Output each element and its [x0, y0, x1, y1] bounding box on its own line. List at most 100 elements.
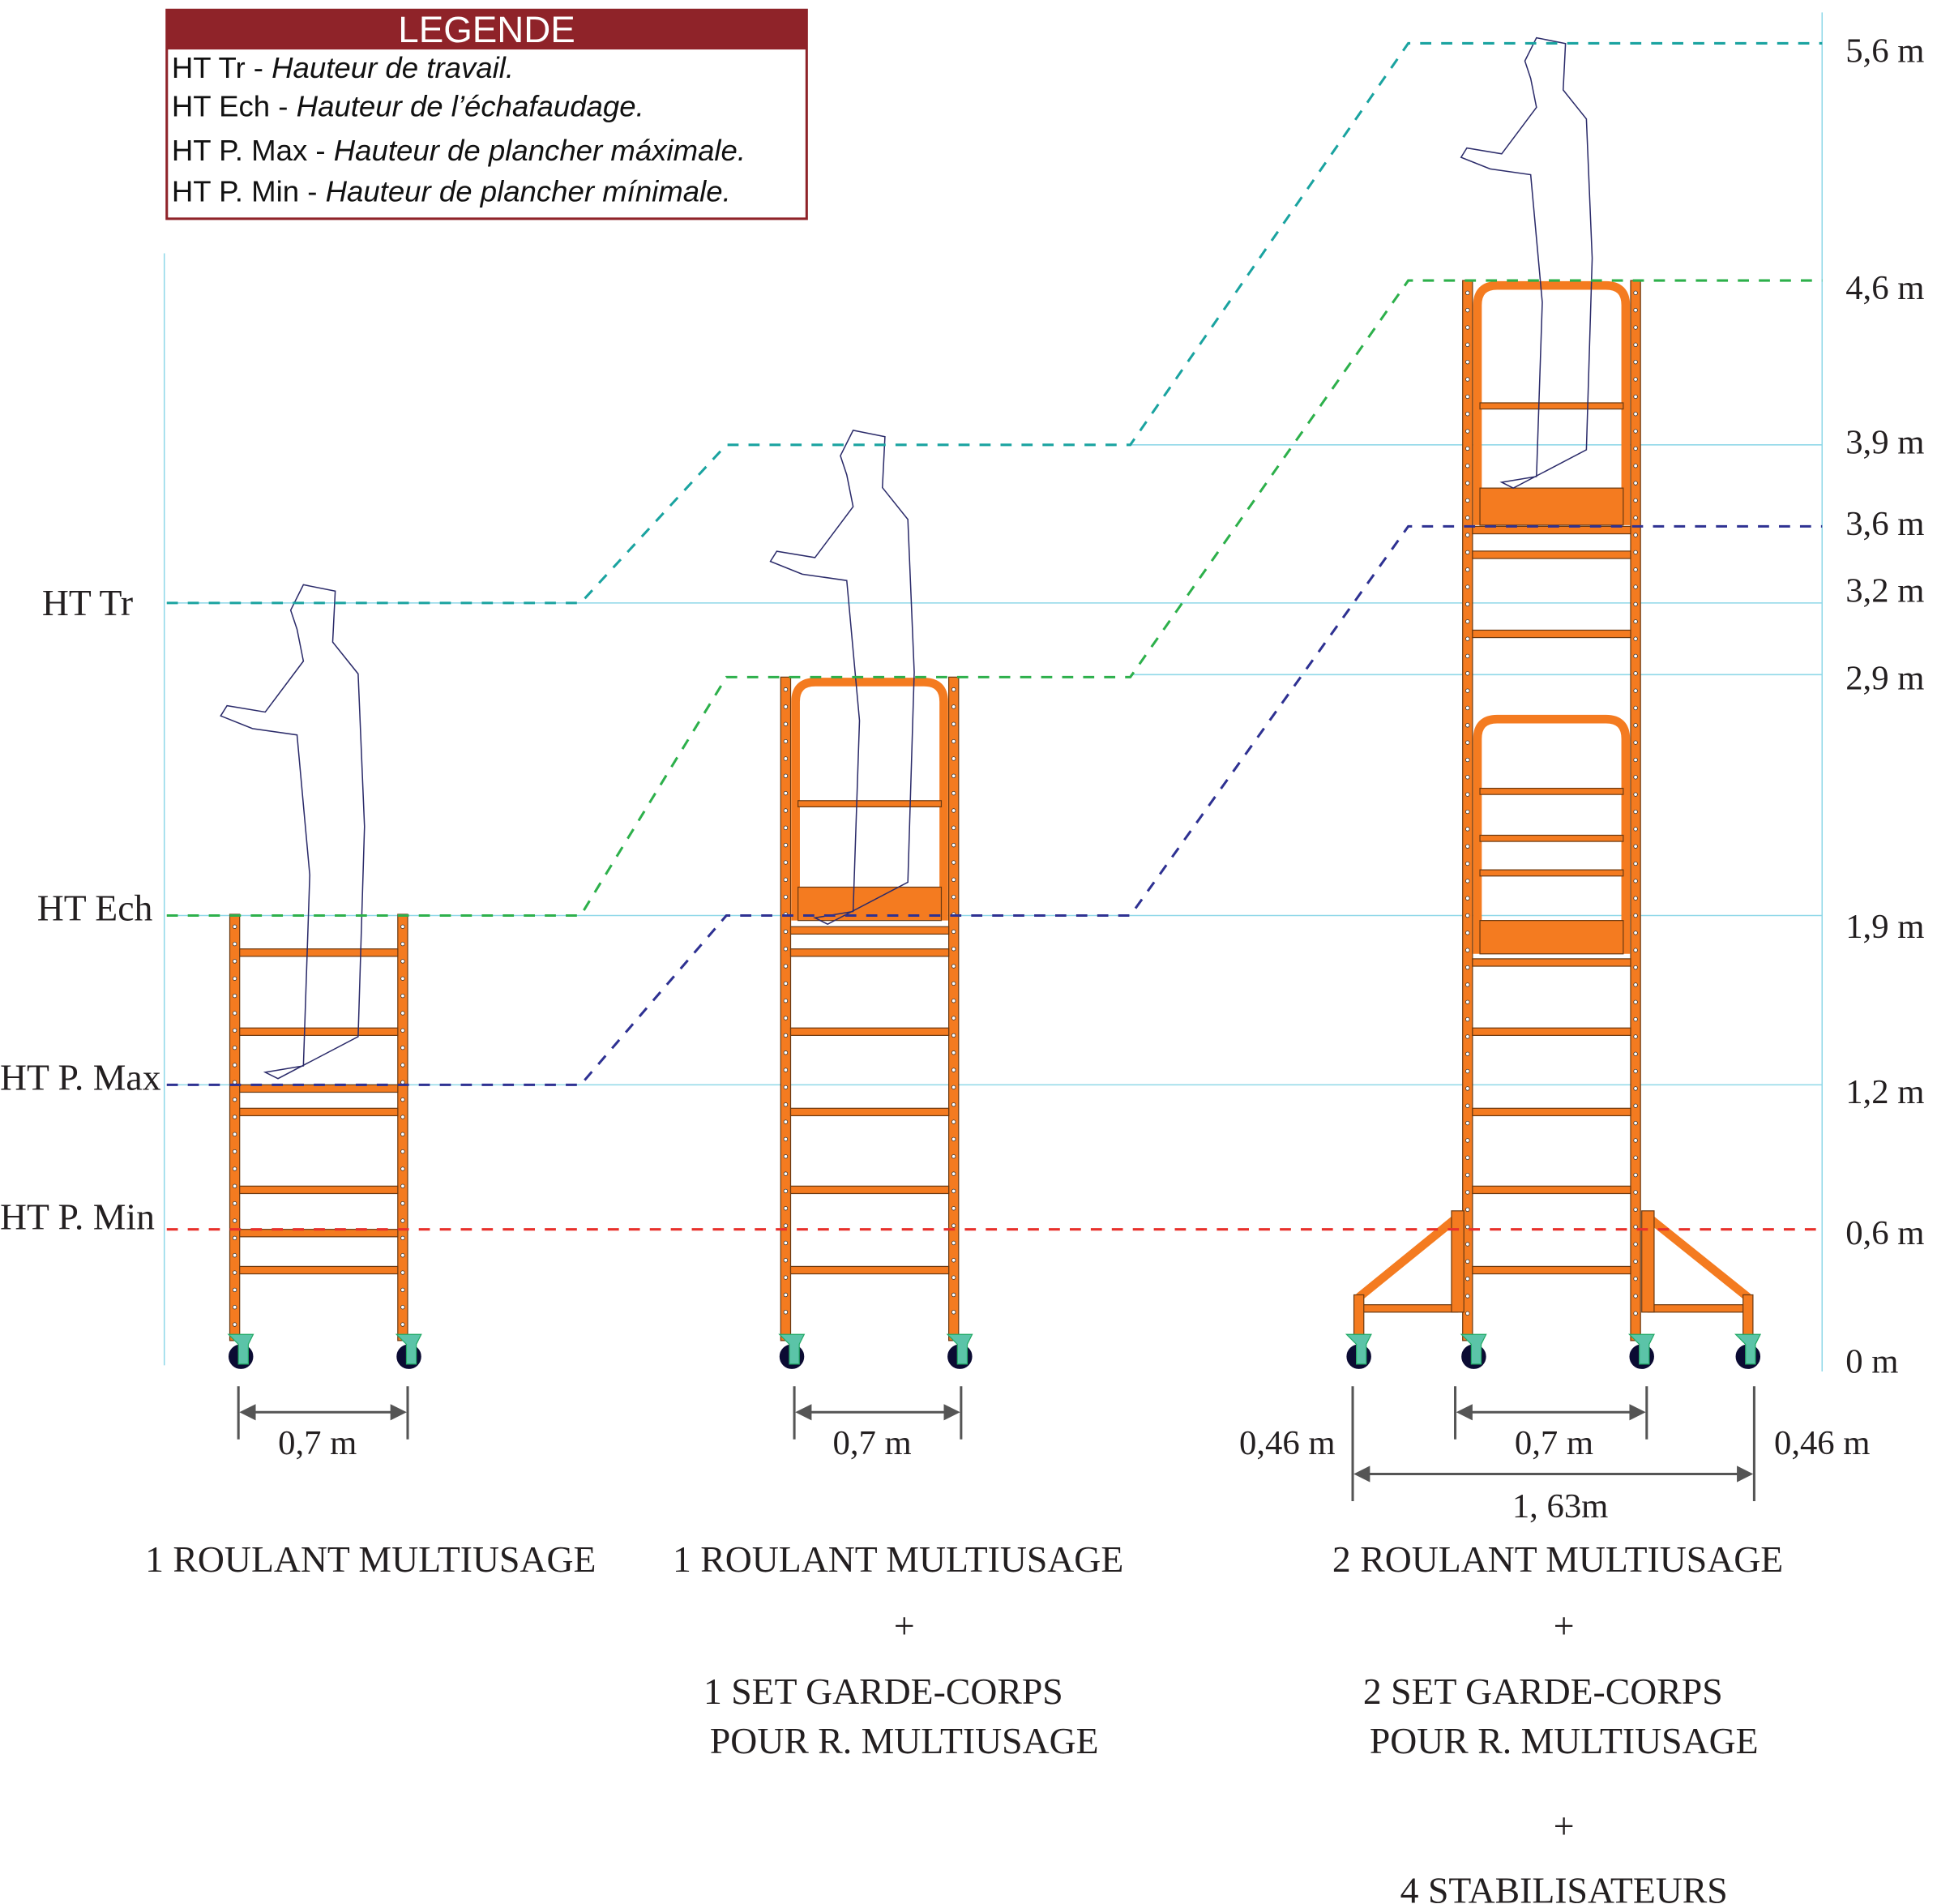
width-label: 0,7 m [278, 1424, 357, 1462]
post-hole [783, 1240, 789, 1246]
post-hole [232, 976, 237, 981]
post-hole [1633, 757, 1638, 763]
post-hole [1633, 601, 1638, 607]
stabilizer-clamp [1641, 1210, 1655, 1313]
post-hole [1465, 896, 1470, 901]
post-hole [951, 1068, 956, 1072]
post-hole [783, 1102, 789, 1107]
scale-label: 3,9 m [1845, 423, 1924, 461]
scaffolds [225, 280, 1764, 1371]
post-hole [1465, 619, 1470, 624]
post-hole [400, 1218, 405, 1223]
post-hole [400, 941, 405, 947]
caption-config-3: 2 ROULANT MULTIUSAGE [1332, 1538, 1783, 1580]
post-hole [1465, 1034, 1470, 1039]
post-hole [951, 1171, 956, 1176]
post-hole [1465, 1016, 1470, 1022]
post-hole [1633, 827, 1638, 832]
post-hole [951, 860, 956, 865]
post-hole [1465, 705, 1470, 711]
scaffold-height-line [166, 279, 1823, 918]
scaffold-rung [1472, 1265, 1631, 1275]
post-hole [1633, 394, 1638, 400]
post-hole [232, 1253, 237, 1258]
post-hole [1465, 827, 1470, 832]
post-hole [1633, 360, 1638, 365]
legend-title: LEGENDE [398, 9, 575, 50]
post-hole [1633, 464, 1638, 469]
post-hole [783, 1258, 789, 1263]
post-hole [1633, 412, 1638, 417]
post-hole [783, 981, 789, 986]
post-hole [1633, 1259, 1638, 1264]
post-hole [1465, 688, 1470, 693]
scale-label: 1,2 m [1845, 1073, 1924, 1111]
label-ht-pmax: HT P. Max [0, 1056, 161, 1097]
caption-config-3: 2 SET GARDE-CORPS [1363, 1671, 1723, 1712]
post-hole [1465, 307, 1470, 313]
post-hole [783, 1206, 789, 1211]
stabilizer-width-label: 0,46 m [1239, 1424, 1336, 1462]
post-hole [1633, 1242, 1638, 1247]
post-hole [1633, 636, 1638, 641]
post-hole [783, 687, 789, 692]
post-hole [1633, 567, 1638, 572]
caster [395, 1333, 422, 1365]
post-hole [1633, 809, 1638, 815]
post-hole [1633, 723, 1638, 728]
post-hole [1465, 325, 1470, 330]
platform [1479, 487, 1624, 526]
post-hole [232, 993, 237, 999]
guardrail-rail [1479, 787, 1624, 795]
post-hole [1465, 723, 1470, 728]
post-hole [1633, 844, 1638, 849]
post-hole [1465, 1051, 1470, 1056]
post-hole [783, 999, 789, 1003]
post-hole [1465, 1276, 1470, 1281]
post-hole [400, 1011, 405, 1016]
scale-label: 0 m [1845, 1343, 1898, 1381]
post-hole [783, 1310, 789, 1315]
post-hole [1465, 861, 1470, 866]
legend-item: HT Ech - Hauteur de l’échafaudage. [172, 89, 644, 122]
post-hole [1633, 584, 1638, 589]
post-hole [951, 1240, 956, 1246]
post-hole [1633, 653, 1638, 659]
post-hole [951, 773, 956, 778]
post-hole [400, 1166, 405, 1171]
post-hole [1633, 1120, 1638, 1126]
post-hole [1633, 1172, 1638, 1178]
post-hole [951, 1033, 956, 1038]
post-hole [232, 959, 237, 964]
post-hole [1465, 377, 1470, 382]
caption-config-3: 4 STABILISATEURS [1400, 1869, 1728, 1904]
post-hole [783, 877, 789, 882]
post-hole [400, 1305, 405, 1310]
post-hole [400, 1045, 405, 1050]
post-hole [1633, 429, 1638, 434]
post-hole [1465, 550, 1470, 555]
post-hole [951, 842, 956, 848]
post-hole [1465, 792, 1470, 797]
scale-label: 5,6 m [1845, 32, 1924, 70]
post-hole [951, 947, 956, 952]
caster [227, 1333, 254, 1365]
post-hole [1465, 879, 1470, 884]
stabilizer-clamp [1451, 1210, 1465, 1313]
post-hole [232, 1235, 237, 1241]
post-hole [1633, 481, 1638, 486]
scaffold-rung [239, 1107, 399, 1117]
stabilizer-bar [1647, 1304, 1749, 1313]
post-hole [1465, 360, 1470, 365]
post-hole [951, 687, 956, 692]
post-hole [951, 1136, 956, 1142]
legend-item: HT Tr - Hauteur de travail. [172, 51, 514, 84]
post-hole [1633, 1276, 1638, 1281]
post-hole [1633, 1086, 1638, 1091]
post-hole [1465, 584, 1470, 589]
caster [1460, 1333, 1487, 1365]
scaffold-rung [1472, 550, 1631, 559]
post-hole [400, 959, 405, 964]
stabilizer-width-label: 0,46 m [1774, 1424, 1871, 1462]
post-hole [1465, 1207, 1470, 1212]
